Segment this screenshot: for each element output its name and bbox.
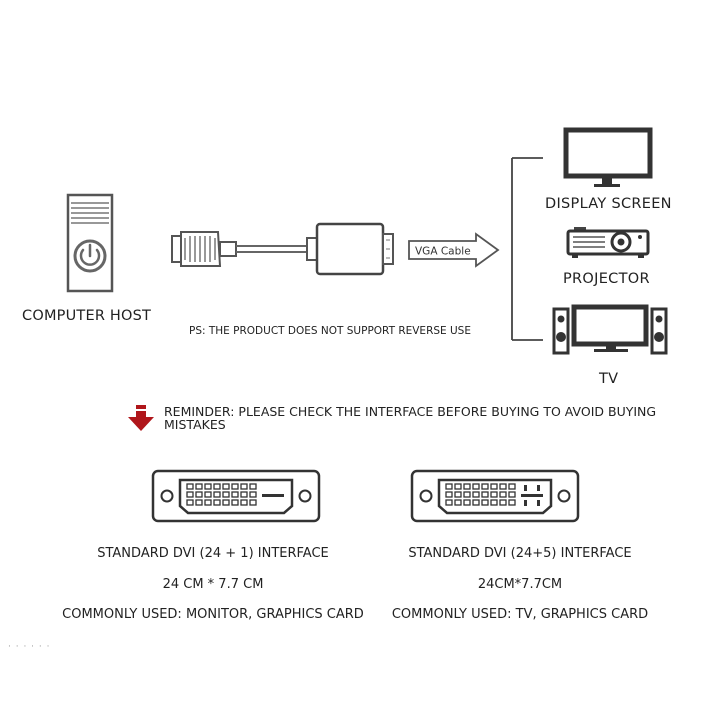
dvi-pin (508, 499, 516, 506)
footer-dots: · · · · · · (8, 642, 51, 652)
dvi-right-usage: COMMONLY USED: TV, GRAPHICS CARD (391, 607, 649, 622)
dvi-pin (472, 483, 480, 490)
dvi-pin (195, 499, 203, 506)
dvi-pin-grid (445, 483, 516, 506)
tv-icon (552, 304, 668, 355)
dvi-pin (445, 483, 453, 490)
dvi-pin (499, 491, 507, 498)
dvi-pin (204, 483, 212, 490)
dvi-pin (240, 491, 248, 498)
dvi-pin (213, 491, 221, 498)
power-icon (73, 239, 107, 273)
projector-label: PROJECTOR (563, 271, 650, 287)
dvi-pin (195, 491, 203, 498)
dvi-pin (249, 499, 257, 506)
cable (236, 245, 314, 253)
dvi-pin (240, 483, 248, 490)
dvi-pin (240, 499, 248, 506)
computer-host-label: COMPUTER HOST (22, 308, 152, 324)
dvi-pin (186, 499, 194, 506)
display-screen-label: DISPLAY SCREEN (545, 196, 672, 212)
dvi-pin (249, 483, 257, 490)
dvi-pin (186, 483, 194, 490)
dvi-pin (231, 483, 239, 490)
dvi-24-1-connector (151, 469, 321, 523)
dvi-left-size: 24 CM * 7.7 CM (162, 577, 264, 592)
tv-label: TV (599, 371, 619, 387)
dvi-pin (508, 491, 516, 498)
projector-icon (566, 227, 650, 258)
computer-host-tower (66, 193, 114, 293)
dvi-pin (472, 491, 480, 498)
dvi-pin (463, 491, 471, 498)
dvi-left-usage: COMMONLY USED: MONITOR, GRAPHICS CARD (62, 607, 364, 622)
dvi-pin (222, 483, 230, 490)
dvi-pin (454, 499, 462, 506)
dvi-pin (213, 499, 221, 506)
dvi-pin (490, 499, 498, 506)
dvi-pin (481, 499, 489, 506)
dvi-pin (481, 491, 489, 498)
dvi-pin (499, 483, 507, 490)
dvi-pin-grid (186, 483, 257, 506)
connection-diagram: VGA Cable (66, 127, 668, 355)
adapter-box (306, 222, 394, 276)
output-bracket (511, 157, 543, 341)
dvi-pin (463, 499, 471, 506)
dvi-pin (222, 499, 230, 506)
dvi-pin (490, 483, 498, 490)
down-arrow-icon (128, 405, 154, 431)
dvi-pin (481, 483, 489, 490)
dvi-pin (204, 491, 212, 498)
speaker-icon (552, 307, 570, 355)
dvi-right-size: 24CM*7.7CM (477, 577, 563, 592)
dvi-pin (231, 499, 239, 506)
monitor-icon (563, 127, 653, 187)
dvi-24-5-connector (410, 469, 580, 523)
vga-plug (171, 231, 237, 267)
dvi-pin (454, 491, 462, 498)
speaker-icon (650, 307, 668, 355)
dvi-pin (463, 483, 471, 490)
dvi-pin (472, 499, 480, 506)
dvi-pin (454, 483, 462, 490)
vga-cable-arrow: VGA Cable (408, 232, 500, 268)
dvi-pin (508, 483, 516, 490)
ps-note: PS: THE PRODUCT DOES NOT SUPPORT REVERSE… (189, 325, 471, 337)
dvi-pin (490, 491, 498, 498)
reminder-text: REMINDER: PLEASE CHECK THE INTERFACE BEF… (164, 404, 657, 432)
dvi-left-title: STANDARD DVI (24 + 1) INTERFACE (97, 546, 329, 561)
dvi-pin (445, 499, 453, 506)
dvi-pin (249, 491, 257, 498)
dvi-pin (499, 499, 507, 506)
dvi-pin (231, 491, 239, 498)
dvi-pin (222, 491, 230, 498)
dvi-pin (445, 491, 453, 498)
dvi-pin (195, 483, 203, 490)
dvi-right-title: STANDARD DVI (24+5) INTERFACE (408, 546, 632, 561)
vga-cable-label: VGA Cable (415, 246, 471, 258)
dvi-pin (204, 499, 212, 506)
dvi-pin (186, 491, 194, 498)
dvi-pin (213, 483, 221, 490)
